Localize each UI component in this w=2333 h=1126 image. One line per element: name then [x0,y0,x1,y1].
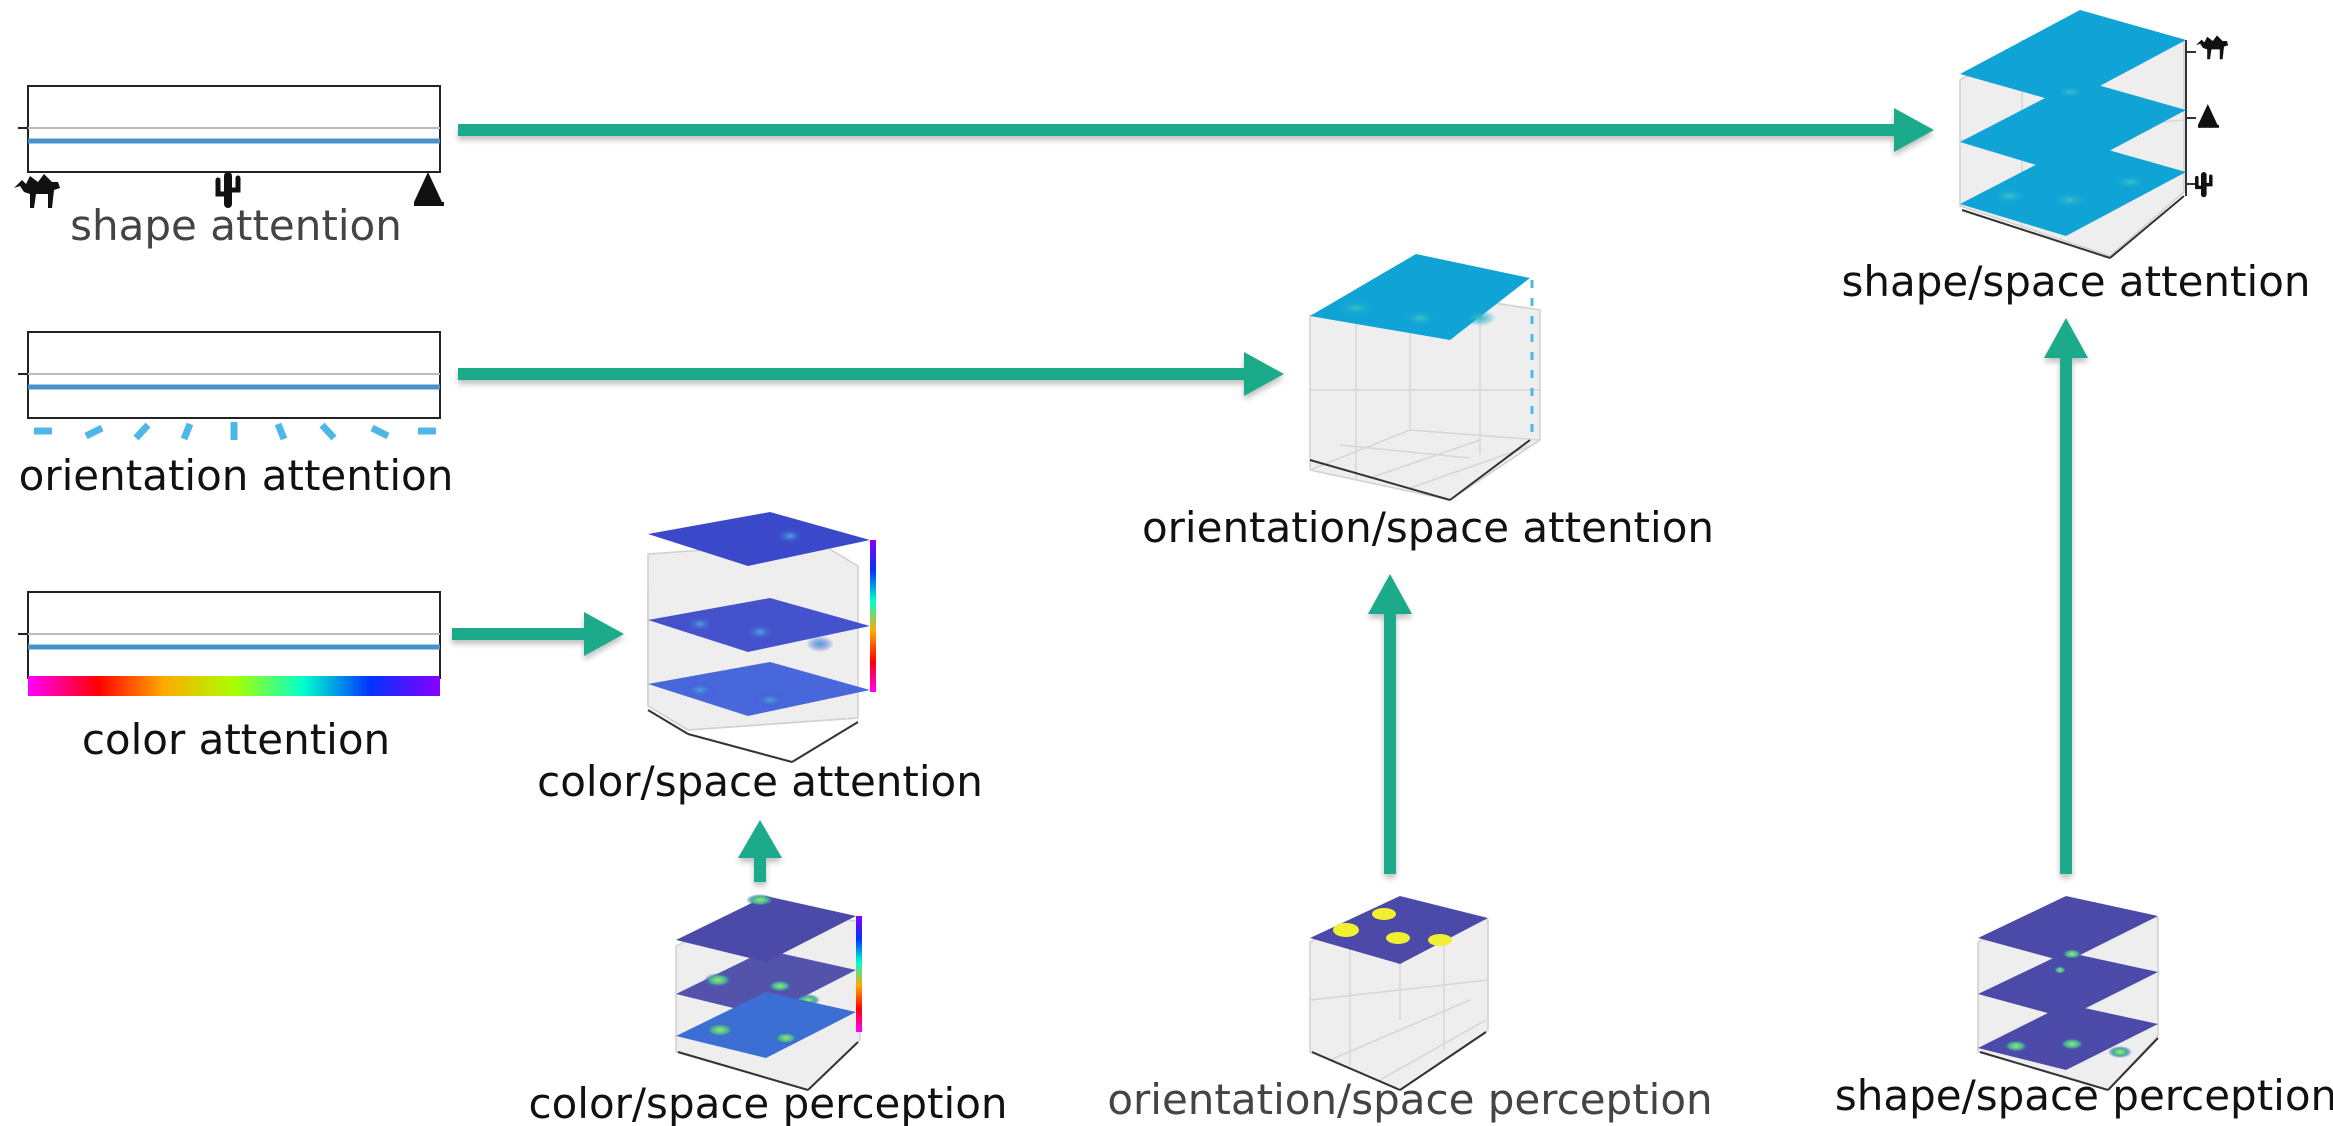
color-attention-plot [18,591,441,696]
pyramid-icon [2198,104,2219,128]
shape-space-attention-plot [1959,10,2229,259]
label-color-space-attention: color/space attention [537,757,983,806]
label-orientation-space-perception: orientation/space perception [1107,1075,1712,1124]
color-spectrum-bar [28,676,440,696]
orientation-attention-plot [18,331,441,441]
label-orientation-space-attention: orientation/space attention [1142,503,1714,552]
orientation-space-attention-plot [1309,254,1541,501]
camel-icon [14,174,60,208]
shape-space-perception-plot [1977,896,2159,1091]
label-shape-space-perception: shape/space perception [1835,1071,2333,1120]
arrows [452,108,2088,882]
shape-attention-plot [14,85,444,208]
label-shape-space-attention: shape/space attention [1841,257,2310,306]
orientation-space-perception-plot [1309,896,1489,1091]
camel-icon [2196,35,2229,60]
pyramid-icon [414,172,444,206]
cactus-icon [215,172,241,208]
label-color-space-perception: color/space perception [528,1079,1007,1126]
cactus-icon [2195,172,2213,198]
label-color-attention: color attention [82,715,390,764]
color-space-perception-plot [675,894,862,1091]
label-shape-attention: shape attention [70,201,402,250]
label-orientation-attention: orientation attention [19,451,454,500]
orientation-ticks [34,422,436,441]
color-space-attention-plot [647,512,876,763]
